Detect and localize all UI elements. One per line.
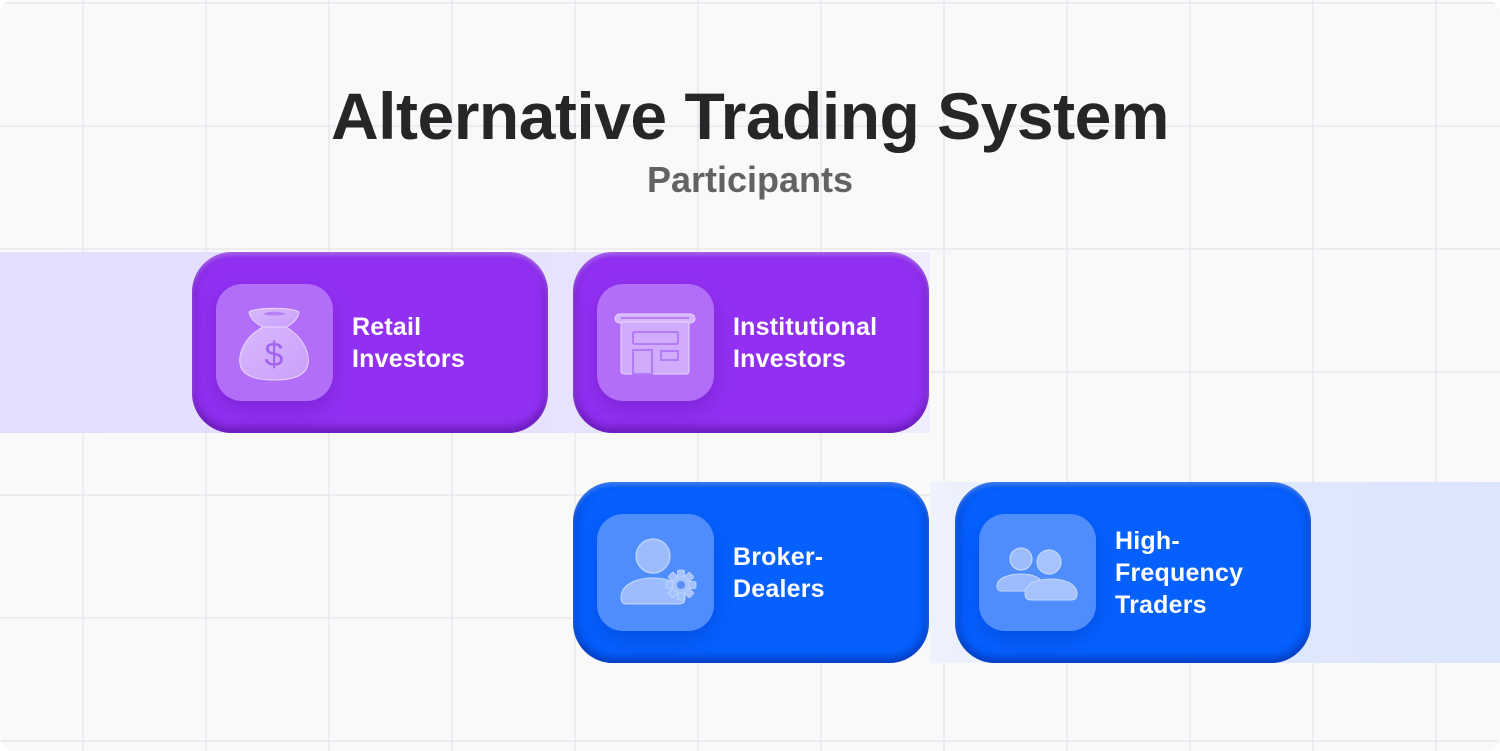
label-line: Investors	[352, 344, 465, 373]
building-icon	[614, 313, 696, 375]
icon-tile: $	[216, 284, 333, 401]
label-line: Frequency	[1115, 558, 1244, 587]
money-bag-icon: $	[239, 307, 309, 381]
page-title: Alternative Trading System	[331, 79, 1169, 153]
icon-tile	[597, 284, 714, 401]
card-broker-dealers[interactable]: Broker- Dealers	[573, 482, 929, 663]
label-line: Broker-	[733, 542, 824, 571]
card-label: Broker- Dealers	[733, 482, 923, 663]
card-label: High- Frequency Traders	[1115, 482, 1305, 663]
label-line: Dealers	[733, 574, 825, 603]
icon-tile	[979, 514, 1096, 631]
card-retail-investors[interactable]: $ Retail Investors	[192, 252, 548, 433]
card-label: Retail Investors	[352, 252, 542, 433]
card-institutional-investors[interactable]: Institutional Investors	[573, 252, 929, 433]
card-high-frequency-traders[interactable]: High- Frequency Traders	[955, 482, 1311, 663]
users-icon	[996, 547, 1078, 601]
label-line: Retail	[352, 312, 422, 341]
card-label: Institutional Investors	[733, 252, 923, 433]
label-line: High-	[1115, 526, 1180, 555]
user-gear-icon	[620, 538, 697, 605]
label-line: Investors	[733, 344, 846, 373]
page-subtitle: Participants	[646, 159, 854, 200]
svg-text:$: $	[265, 336, 284, 374]
icon-tile	[597, 514, 714, 631]
label-line: Institutional	[733, 312, 878, 341]
label-line: Traders	[1115, 590, 1207, 619]
